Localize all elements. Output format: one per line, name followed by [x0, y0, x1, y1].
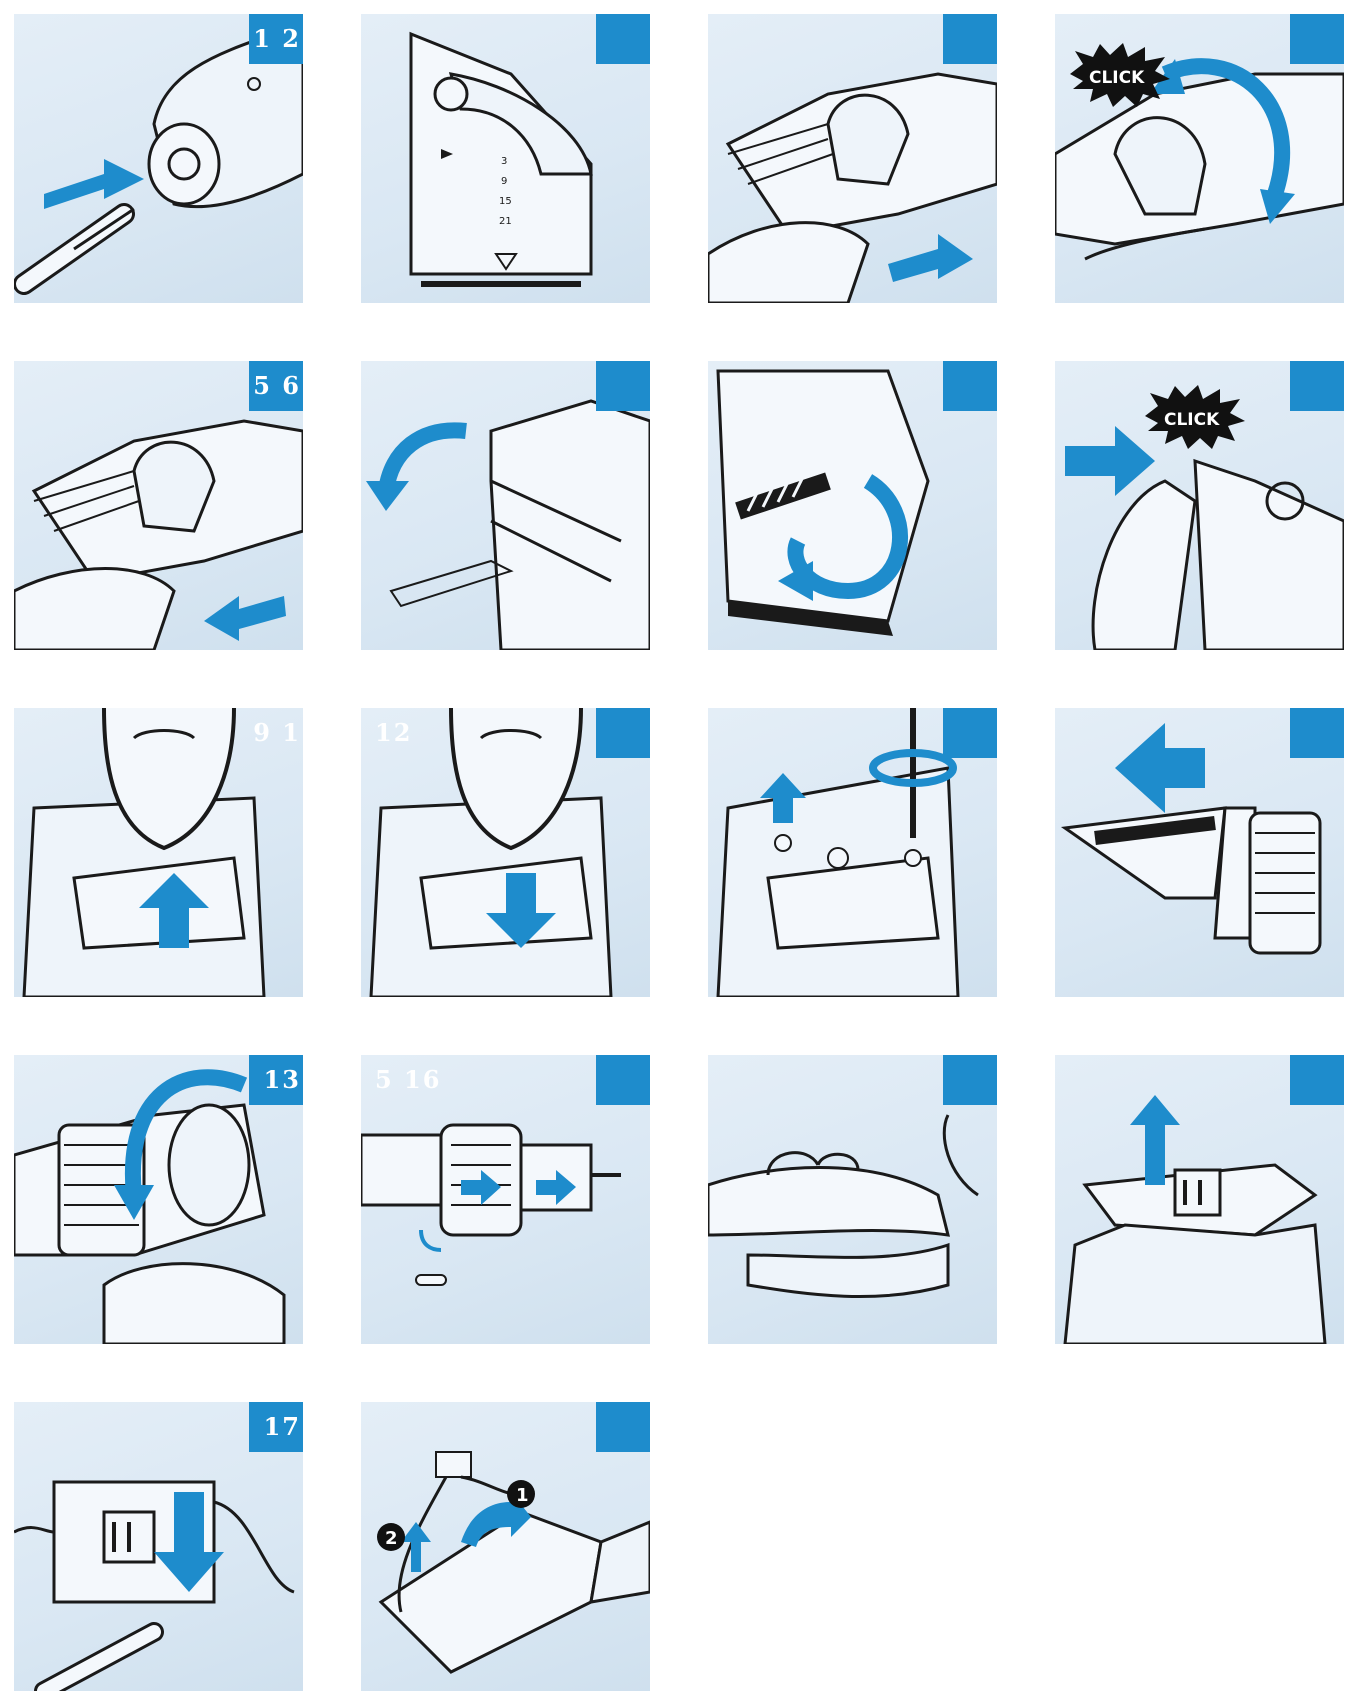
push-up-illustration	[22, 708, 266, 997]
step-badge	[943, 14, 997, 64]
cut-wire-illustration	[14, 1480, 295, 1691]
remove-comb-illustration	[14, 419, 303, 650]
illustration-panel-13: 13	[14, 1055, 303, 1344]
step-badge	[943, 361, 997, 411]
brush-clean-illustration	[716, 369, 930, 636]
illustration-panel-11	[708, 708, 997, 997]
step-badge	[596, 708, 650, 758]
step-badge	[1290, 1055, 1344, 1105]
step-badge	[1290, 14, 1344, 64]
step-number: 13	[263, 1065, 301, 1094]
remove-motor-illustration	[361, 1123, 621, 1286]
illustration-panel-14: 5 16	[361, 1055, 650, 1344]
rotate-click-illustration	[1055, 58, 1344, 261]
reattach-cutter-illustration	[1065, 426, 1344, 650]
illustration-panel-8: CLICK	[1055, 361, 1344, 650]
illustration-panel-7	[708, 361, 997, 650]
step-badge	[249, 361, 303, 411]
illustration-panel-3	[708, 14, 997, 303]
push-down-illustration	[369, 708, 613, 997]
illustration-panel-2: 3 9 15 21	[361, 14, 650, 303]
step-badge	[249, 14, 303, 64]
callout-2: 2	[385, 1528, 398, 1549]
click-label: CLICK	[1164, 410, 1220, 430]
callout-1: 1	[516, 1485, 529, 1506]
click-burst-icon: CLICK	[1070, 43, 1170, 107]
illustration-panel-16	[1055, 1055, 1344, 1344]
step-badge	[1290, 708, 1344, 758]
illustration-panel-9: 9 1	[14, 708, 303, 997]
scale-label-21: 21	[499, 216, 512, 227]
illustration-panel-5: 5 6	[14, 361, 303, 650]
flip-cutter-illustration	[366, 399, 650, 650]
step-number: 17	[263, 1412, 301, 1441]
step-number: 5 16	[375, 1065, 442, 1094]
step-number: 9 1	[253, 718, 301, 747]
illustration-panel-15	[708, 1055, 997, 1344]
comb-scale-illustration: 3 9 15 21	[409, 31, 593, 287]
illustration-panel-4: CLICK	[1055, 14, 1344, 303]
step-badge	[943, 1055, 997, 1105]
unscrew-ring-illustration	[14, 1069, 286, 1344]
scale-label-15: 15	[499, 196, 512, 207]
lift-board-illustration	[1063, 1095, 1327, 1344]
disconnect-board-illustration: 1 2	[377, 1451, 650, 1674]
step-number: 12	[375, 718, 413, 747]
illustration-panel-1: 1 2	[14, 14, 303, 303]
scale-label-9: 9	[501, 176, 507, 187]
step-badge	[596, 1402, 650, 1452]
illustration-panel-10: 12	[361, 708, 650, 997]
open-housing-illustration	[708, 1114, 979, 1299]
click-label: CLICK	[1089, 68, 1145, 88]
step-badge	[596, 14, 650, 64]
illustration-panel-18: 1 2	[361, 1402, 650, 1691]
detach-head-illustration	[1060, 723, 1322, 955]
unscrew-illustration	[716, 708, 960, 997]
illustration-panel-12	[1055, 708, 1344, 997]
step-badge	[943, 708, 997, 758]
step-badge	[249, 1402, 303, 1452]
step-badge	[596, 1055, 650, 1105]
attach-comb-illustration	[708, 72, 997, 303]
scale-label-3: 3	[501, 156, 507, 167]
step-number: 1 2	[253, 24, 301, 53]
step-badge	[596, 361, 650, 411]
connect-plug-illustration	[14, 32, 303, 295]
click-burst-icon: CLICK	[1145, 385, 1245, 449]
step-badge	[249, 1055, 303, 1105]
illustration-panel-6	[361, 361, 650, 650]
step-badge	[1290, 361, 1344, 411]
step-number: 5 6	[253, 371, 301, 400]
illustration-panel-17: 17	[14, 1402, 303, 1691]
